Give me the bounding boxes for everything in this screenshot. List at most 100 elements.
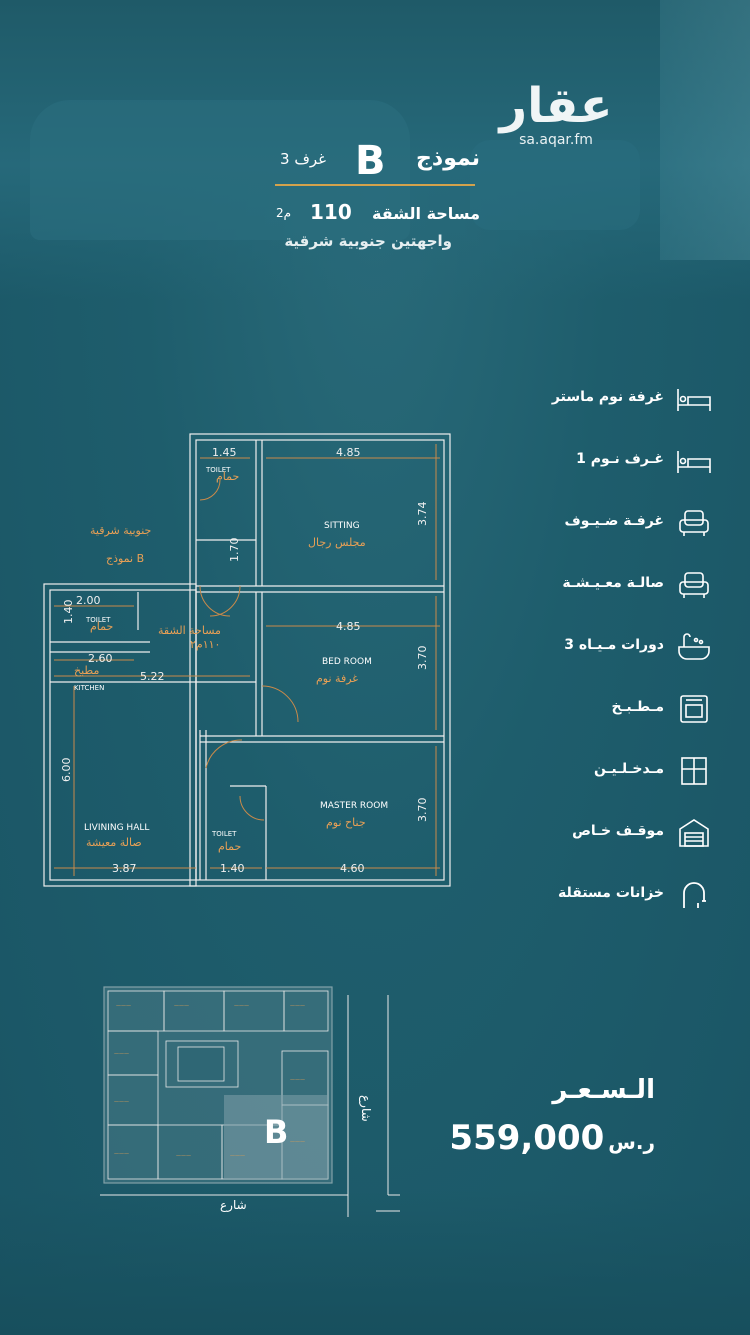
room-label: TOILET: [205, 466, 231, 474]
dim-label: 2.00: [76, 594, 101, 607]
feature-item: مـطـبـخ: [530, 689, 720, 729]
model-letter: B: [355, 138, 386, 184]
window-icon: [681, 757, 707, 785]
bathtub-icon: [678, 633, 710, 660]
oven-icon: [680, 695, 708, 723]
svg-text:———: ———: [176, 1153, 191, 1159]
plan-side-note: نموذج B: [106, 552, 144, 565]
bed-icon: [677, 389, 711, 411]
dim-label: 4.85: [336, 446, 361, 459]
svg-text:———: ———: [114, 1151, 129, 1157]
dim-label: 1.45: [212, 446, 237, 459]
svg-text:———: ———: [290, 1139, 305, 1145]
feature-label: 1 غـرف نـوم: [576, 451, 664, 467]
room-label: KITCHEN: [74, 684, 104, 692]
feature-item: 3 دورات مـيـاه: [530, 627, 720, 667]
facing-text: واجهتين جنوبية شرقية: [284, 232, 452, 250]
svg-text:———: ———: [230, 1153, 245, 1159]
street-lines: [100, 995, 400, 1217]
room-label: مساحة الشقة: [158, 624, 221, 637]
feature-item: موقـف خـاص: [530, 813, 720, 853]
feature-label: غرفـة ضـيـوف: [564, 513, 664, 529]
svg-text:———: ———: [116, 1003, 131, 1009]
dim-label: 4.60: [340, 862, 365, 875]
plan-dimensions: [54, 444, 440, 876]
riyal-icon: ر.س: [608, 1130, 655, 1154]
dim-label: 1.40: [220, 862, 245, 875]
room-label: MASTER ROOM: [320, 801, 388, 811]
svg-text:———: ———: [114, 1051, 129, 1057]
room-label: صالة معيشة: [86, 836, 142, 849]
area-label: مساحة الشقة: [372, 204, 480, 223]
unit-b-highlight: [224, 1095, 328, 1179]
feature-item: صالـة معـيـشـة: [530, 565, 720, 605]
model-rooms: 3 غرف: [280, 150, 326, 168]
area-value: 110: [310, 200, 352, 224]
feature-item: غرفة نوم ماستر: [530, 379, 720, 419]
bed-icon: [677, 451, 711, 473]
floor-plan: 1.45 4.85 3.74 2.00 1.40 2.60 5.22 4.85 …: [43, 433, 451, 887]
feature-label: موقـف خـاص: [572, 823, 664, 839]
svg-text:———: ———: [290, 1077, 305, 1083]
room-label: حمام: [90, 620, 113, 633]
sofa-shape: [30, 100, 410, 240]
room-label: مجلس رجال: [308, 536, 366, 549]
feature-label: خزانات مستقلة: [558, 885, 664, 901]
street-label: شارع: [220, 1198, 247, 1213]
feature-label: صالـة معـيـشـة: [562, 575, 664, 591]
dim-label: 6.00: [60, 758, 73, 783]
feature-label: مـدخـلـيـن: [593, 761, 664, 777]
model-header: نموذج B 3 غرف مساحة الشقة 110 2م واجهتين…: [270, 138, 480, 260]
table-shape: [470, 140, 640, 230]
dim-label: 3.70: [416, 646, 429, 671]
price-value: 559,000: [449, 1118, 605, 1158]
background-bottom: [0, 1190, 750, 1335]
dim-label: 4.85: [336, 620, 361, 633]
divider-line: [275, 184, 475, 186]
garage-icon: [679, 819, 709, 847]
armchair-icon: [679, 572, 709, 598]
room-label: BED ROOM: [322, 657, 372, 667]
street-label: شارع: [358, 1095, 373, 1122]
plan-walls: [43, 433, 451, 887]
dim-label: 2.60: [88, 652, 113, 665]
room-label: حمام: [218, 840, 241, 853]
feature-item: خزانات مستقلة: [530, 875, 720, 915]
feature-label: 3 دورات مـيـاه: [564, 637, 664, 653]
unit-letter: B: [264, 1113, 288, 1151]
svg-text:———: ———: [290, 1003, 305, 1009]
room-label: SITTING: [324, 521, 360, 531]
svg-text:———: ———: [114, 1099, 129, 1105]
dim-label: 3.74: [416, 502, 429, 527]
feature-item: 1 غـرف نـوم: [530, 441, 720, 481]
logo-text: عقار: [499, 78, 613, 134]
model-word: نموذج: [416, 146, 480, 171]
window-shape: [660, 0, 750, 260]
plan-side-note: جنوبية شرقية: [90, 524, 151, 537]
svg-text:———: ———: [174, 1003, 189, 1009]
room-label: TOILET: [211, 830, 237, 838]
tank-icon: [683, 882, 706, 908]
logo-url: sa.aqar.fm: [519, 132, 593, 148]
area-unit: 2م: [276, 206, 292, 220]
room-label: TOILET: [85, 616, 111, 624]
room-label: حمام: [216, 470, 239, 483]
room-label: LIVINING HALL: [84, 823, 149, 833]
room-label: جناح نوم: [326, 816, 366, 829]
feature-label: غرفة نوم ماستر: [551, 389, 664, 405]
svg-text:———: ———: [234, 1003, 249, 1009]
feature-item: غرفـة ضـيـوف: [530, 503, 720, 543]
dim-label: 1.40: [62, 600, 75, 625]
feature-item: مـدخـلـيـن: [530, 751, 720, 791]
aqar-logo[interactable]: عقار sa.aqar.fm: [496, 82, 616, 148]
dim-label: 1.70: [228, 538, 241, 563]
dim-label: 3.70: [416, 798, 429, 823]
dim-label: 3.87: [112, 862, 137, 875]
room-label: مطبخ: [74, 664, 99, 677]
site-plan: ——— ——— ——— ——— ——— ——— ——— ——— ——— ——— ——— شارع…: [100, 986, 400, 1217]
feature-label: مـطـبـخ: [611, 699, 664, 715]
site-units: [107, 990, 329, 1180]
price-label: الـسـعـر: [552, 1075, 655, 1105]
armchair-icon: [679, 510, 709, 536]
